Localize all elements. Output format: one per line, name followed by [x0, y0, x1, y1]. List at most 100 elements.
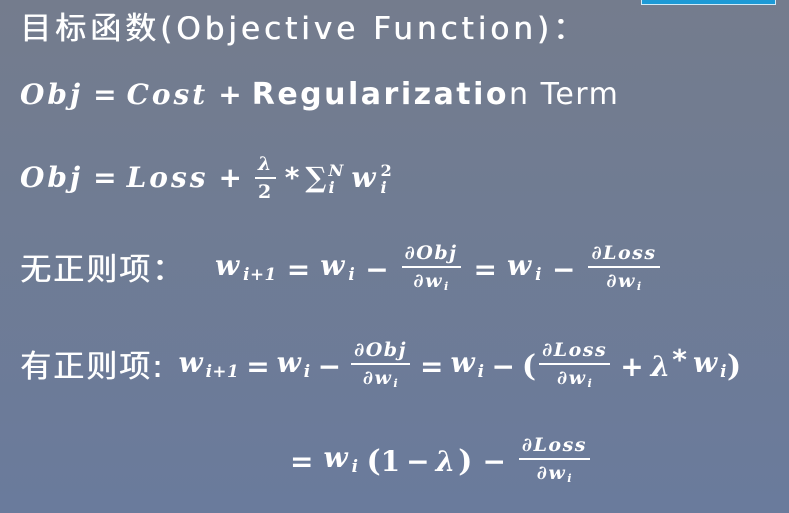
fraction-denominator: ∂wi [360, 367, 401, 396]
minus-sign: − [406, 445, 430, 478]
minus-sign: − [317, 350, 342, 383]
fraction-denominator: ∂wi [534, 462, 575, 491]
simplified-update-equation: = wi ( 1 − λ ) − ∂Loss ∂wi [290, 427, 593, 497]
current-weight: wi [450, 345, 484, 389]
close-parenthesis: ) [726, 349, 742, 384]
weight-exponent: 2 [380, 161, 392, 181]
denominator-text: ∂w [606, 269, 636, 292]
denominator-index: i [567, 471, 573, 486]
weight-symbol: w [323, 440, 351, 474]
weight-index: i+1 [243, 264, 277, 285]
denominator-text: ∂w [362, 366, 393, 389]
minus-sign: − [491, 350, 515, 383]
slide-title: 目标函数(Objective Function)： [20, 11, 588, 47]
fraction-denominator: ∂wi [554, 367, 595, 396]
plus-sign: + [620, 350, 644, 383]
fraction-numerator: ∂Loss [591, 241, 657, 264]
fraction-numerator: ∂Obj [404, 241, 458, 264]
fraction-denominator: ∂wi [410, 270, 451, 299]
obj-symbol: Obj [20, 161, 84, 194]
lambda-symbol: λ [650, 350, 673, 383]
denominator-index: i [636, 279, 642, 294]
current-weight: wi [277, 345, 311, 389]
weight-index: i [720, 361, 727, 382]
minus-sign: − [551, 253, 576, 286]
fraction-numerator: ∂Obj [354, 338, 407, 361]
objective-cost-equation: Obj = Cost + Regularizatio n Term [20, 60, 619, 130]
denominator-index: i [587, 376, 593, 391]
cost-symbol: Cost [126, 78, 209, 111]
fraction-denominator: ∂wi [603, 270, 644, 299]
current-weight: wi [320, 248, 355, 292]
weight-index: i [348, 264, 356, 285]
objective-gradient-fraction: ∂Obj ∂wi [351, 339, 410, 396]
plus-sign: + [218, 78, 242, 111]
loss-gradient-fraction: ∂Loss ∂wi [518, 433, 590, 491]
regularization-term-text-part1: Regularizatio [251, 77, 510, 112]
current-weight: wi [507, 248, 542, 292]
equals-sign: = [286, 253, 311, 286]
plus-sign: + [218, 161, 242, 194]
summation-symbol: ∑ [305, 160, 327, 194]
summation-lower-limit: i [328, 178, 335, 198]
lambda-half-fraction: λ 2 [254, 152, 276, 204]
loss-symbol: Loss [126, 161, 209, 194]
denominator-index: i [393, 376, 399, 391]
next-weight: wi+1 [178, 345, 239, 389]
equals-sign: = [419, 350, 444, 383]
weight-index: i [303, 361, 311, 382]
next-weight: wi+1 [215, 248, 277, 292]
weight-symbol: w [450, 345, 477, 379]
open-parenthesis: ( [366, 444, 381, 479]
fraction-denominator: 2 [257, 180, 273, 203]
fraction-bar [539, 362, 611, 365]
minus-sign: − [365, 253, 389, 286]
fraction-bar [254, 176, 276, 179]
weight-symbol: w [178, 345, 205, 379]
regularization-term-text-part2: n Term [509, 77, 620, 112]
multiply-sign: * [284, 161, 300, 194]
obj-symbol: Obj [20, 78, 84, 111]
denominator-index: i [443, 279, 449, 294]
penalty-weight: wi [693, 345, 727, 389]
with-regularization-label: 有正则项: [20, 349, 165, 385]
top-accent-bar [641, 0, 776, 5]
equals-sign: = [473, 253, 497, 286]
loss-gradient-fraction: ∂Loss ∂wi [539, 338, 611, 396]
weight-symbol: w [215, 248, 243, 282]
lambda-symbol: λ [435, 445, 459, 478]
fraction-numerator: ∂Loss [542, 338, 608, 361]
multiply-sign: * [672, 343, 687, 376]
loss-gradient-fraction: ∂Loss ∂wi [588, 241, 660, 299]
fraction-numerator: λ [257, 152, 273, 175]
equals-sign: = [290, 445, 314, 478]
denominator-text: ∂w [556, 366, 587, 389]
fraction-bar [401, 265, 461, 268]
close-parenthesis: ) [458, 444, 473, 479]
weight-symbol: w [507, 248, 535, 282]
equals-sign: = [246, 350, 270, 383]
one-constant: 1 [380, 445, 401, 478]
fraction-numerator: ∂Loss [521, 433, 587, 456]
weight-symbol: w [320, 248, 348, 282]
weight-index: i [535, 264, 542, 285]
denominator-text: ∂w [536, 461, 567, 484]
fraction-bar [588, 265, 660, 268]
open-parenthesis: ( [521, 349, 537, 384]
equals-sign: = [93, 78, 117, 111]
weight-symbol: w [276, 345, 303, 379]
weight-index: i [351, 456, 359, 477]
equals-sign: = [93, 161, 117, 194]
weight-symbol: w [351, 160, 379, 194]
weight-symbol: w [692, 345, 720, 379]
denominator-text: ∂w [413, 269, 443, 292]
update-with-regularization: 有正则项: wi+1 = wi − ∂Obj ∂wi = wi − ( ∂Los… [20, 332, 741, 402]
fraction-bar [518, 457, 590, 460]
summation-upper-limit: N [328, 161, 344, 181]
without-regularization-label: 无正则项： [20, 252, 185, 288]
